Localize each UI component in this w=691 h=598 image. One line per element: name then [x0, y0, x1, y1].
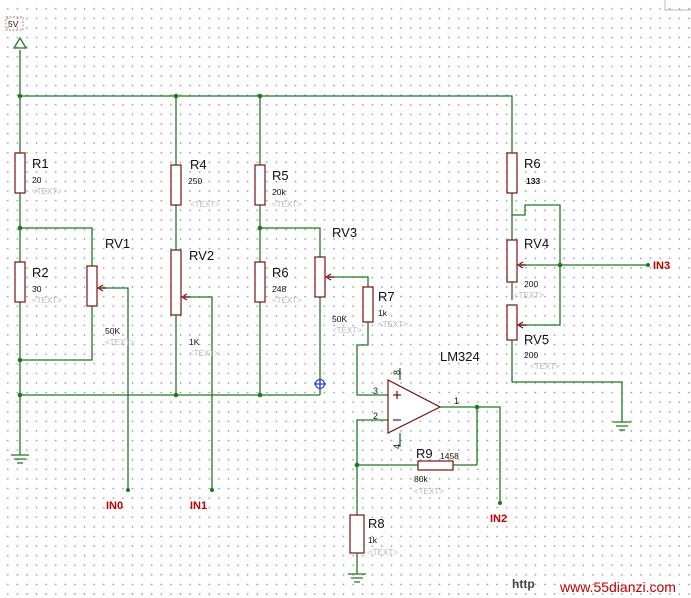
r9-text: <TEXT> — [414, 487, 444, 496]
rv2-ref: RV2 — [189, 248, 214, 263]
wires — [19, 50, 648, 572]
ground-symbol — [348, 572, 366, 583]
watermark-prefix: http — [512, 577, 535, 591]
resistor-r6-133 — [506, 152, 518, 194]
r6-text: <TEXT> — [272, 296, 302, 305]
sheet-border — [664, 0, 691, 11]
resistor-r7 — [362, 286, 374, 323]
rv1-ref: RV1 — [105, 236, 130, 251]
r9-value: 80k — [414, 474, 428, 484]
rv5-value: 200 — [524, 350, 538, 360]
resistor-r9 — [417, 460, 454, 471]
r2-text: <TEXT> — [32, 296, 62, 305]
net-label-in1: IN1 — [190, 500, 207, 512]
rv4-value: 200 — [524, 279, 538, 289]
r7-value: 1k — [378, 308, 388, 318]
potentiometer-rv3 — [314, 256, 334, 298]
r8-text: <TEXT> — [368, 548, 398, 557]
resistor-r1 — [14, 152, 26, 194]
r5-value: 20k — [272, 187, 286, 197]
potentiometer-rv4 — [506, 239, 526, 283]
lm324-pin2: 2 — [373, 411, 378, 421]
net-label-in3: IN3 — [653, 260, 670, 272]
r9-ref: R9 — [416, 446, 433, 461]
r5-text: <TEXT> — [272, 200, 302, 209]
rv3-ref: RV3 — [332, 225, 357, 240]
rv4-ref: RV4 — [524, 236, 549, 251]
r6b-value: 133 — [526, 176, 540, 186]
junctions — [17, 93, 650, 505]
rv4-text: <TEXT> — [514, 291, 544, 300]
r1-ref: R1 — [32, 156, 49, 171]
supply-label: 5V — [8, 19, 19, 29]
lm324-pin3: 3 — [373, 386, 378, 396]
resistor-r2 — [14, 261, 26, 303]
lm324-pin1: 1 — [454, 396, 459, 406]
r2-ref: R2 — [32, 265, 49, 280]
potentiometer-rv5 — [506, 304, 526, 341]
resistor-r8 — [349, 514, 365, 554]
net-label-in2: IN2 — [490, 513, 507, 525]
rv5-ref: RV5 — [524, 332, 549, 347]
rv1-value: 50K — [105, 326, 120, 336]
rv1-text: <TEXT> — [105, 338, 135, 347]
rv3-text: <TEXT> — [332, 326, 362, 335]
r9-extra: 1458 — [440, 451, 459, 461]
r4-value: 250 — [188, 176, 202, 186]
r8-value: 1k — [368, 535, 378, 545]
probe-marker — [314, 378, 326, 390]
r1-text: <TEXT> — [32, 187, 62, 196]
ground-symbol — [613, 420, 631, 431]
rv3-value: 50K — [332, 314, 347, 324]
lm324-pin8: 8 — [392, 370, 402, 375]
resistor-r6 — [254, 261, 266, 303]
net-labels: IN0 IN1 IN2 IN3 — [106, 260, 670, 525]
r4-text: <TEXT> — [190, 200, 220, 209]
r4-ref: R4 — [190, 157, 207, 172]
r6b-ref: R6 — [524, 156, 541, 171]
resistor-r5 — [254, 164, 266, 206]
r7-text: <TEXT> — [378, 320, 408, 329]
r5-ref: R5 — [272, 168, 289, 183]
watermark: http www.55dianzi.com — [512, 577, 676, 595]
r6-value: 248 — [272, 284, 286, 294]
rv2-text: <TEXT> — [189, 349, 219, 358]
r2-value: 30 — [32, 284, 42, 294]
resistor-r4 — [170, 164, 182, 206]
supply-terminal: 5V — [5, 16, 28, 49]
potentiometer-rv1 — [86, 265, 106, 307]
lm324-pin4: 4 — [392, 444, 402, 449]
rv2-value: 1K — [189, 337, 200, 347]
r8-ref: R8 — [368, 516, 385, 531]
watermark-site: www.55dianzi.com — [559, 579, 676, 595]
r6-ref: R6 — [272, 265, 289, 280]
net-label-in0: IN0 — [106, 500, 123, 512]
lm324-ref: LM324 — [440, 349, 480, 364]
r7-ref: R7 — [378, 289, 395, 304]
op-amp-lm324 — [387, 379, 442, 434]
component-labels: R1 20 <TEXT> R2 30 <TEXT> RV1 50K <TEXT>… — [32, 156, 560, 557]
ground-symbol — [11, 443, 29, 464]
potentiometer-rv2 — [170, 249, 190, 316]
rv5-text: <TEXT> — [530, 362, 560, 371]
r1-value: 20 — [32, 175, 42, 185]
